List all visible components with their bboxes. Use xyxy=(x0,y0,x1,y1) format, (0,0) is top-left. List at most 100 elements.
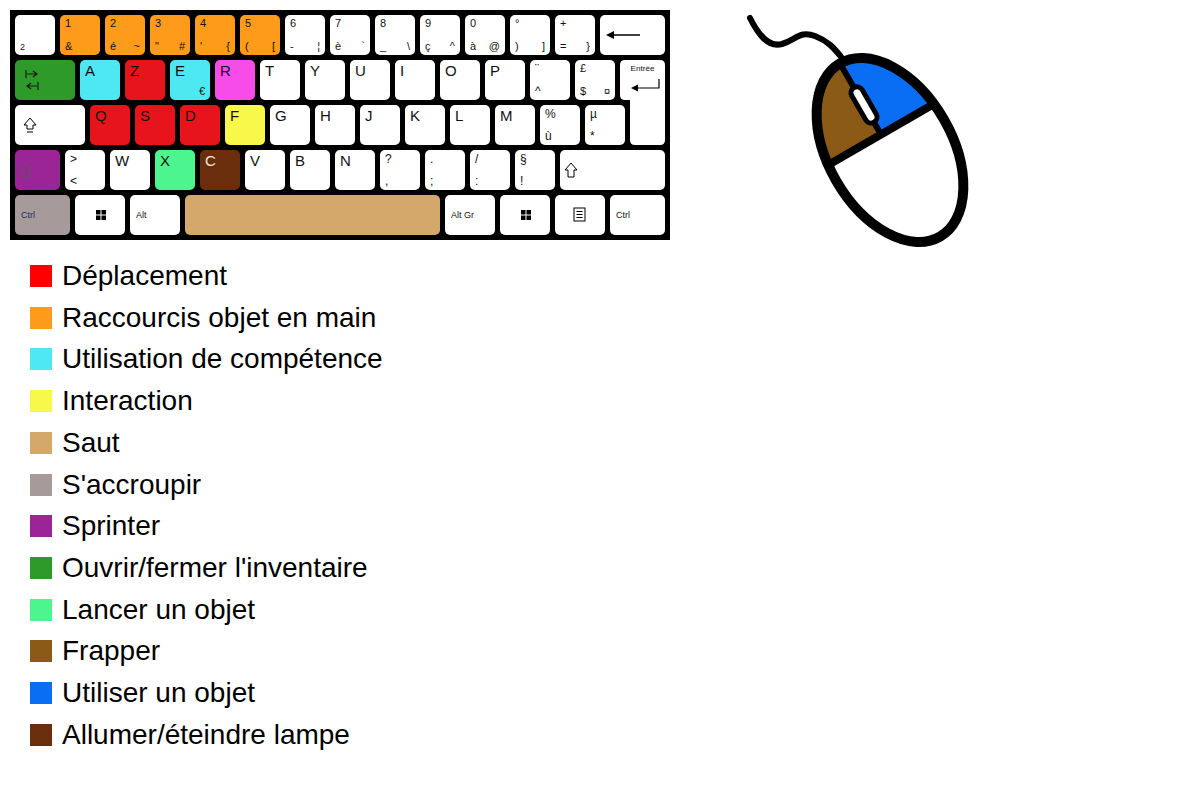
key-label: W xyxy=(115,153,129,168)
legend-swatch xyxy=(30,640,52,662)
key-label: S xyxy=(140,108,150,123)
keyboard-key: D xyxy=(180,105,220,145)
menu-key xyxy=(555,195,605,235)
keyboard-key: T xyxy=(260,60,300,100)
keyboard-body xyxy=(10,10,670,240)
legend-item: S'accroupir xyxy=(30,469,550,501)
mouse-body xyxy=(786,32,993,267)
mouse-cable xyxy=(750,18,842,58)
key-label: 2 xyxy=(20,43,25,52)
keyboard-key: G xyxy=(270,105,310,145)
backspace-key xyxy=(600,15,665,55)
key-label: % xyxy=(545,108,556,120)
key-label: Ctrl xyxy=(21,211,35,220)
enter-key-shape xyxy=(620,60,665,145)
key-label: 8 xyxy=(380,18,386,29)
tab-icon xyxy=(26,70,38,90)
key-label: { xyxy=(226,41,230,52)
key-label: ° xyxy=(515,18,519,29)
key-label: M xyxy=(500,108,513,123)
keyboard-key: 7è` xyxy=(330,15,370,55)
backspace-arrow xyxy=(606,31,614,39)
key-label: ) xyxy=(515,41,519,52)
key-label: " xyxy=(155,41,159,52)
keyboard-key: 5([ xyxy=(240,15,280,55)
key-label: ç xyxy=(425,41,431,52)
windows-key xyxy=(500,195,550,235)
key-label: X xyxy=(160,153,170,168)
shift-icon xyxy=(565,163,577,177)
key-label: ' xyxy=(200,41,202,52)
keyboard-key: %ù xyxy=(540,105,580,145)
shift-key xyxy=(15,150,60,190)
button-divider xyxy=(840,63,881,134)
key-label: = xyxy=(560,41,566,52)
keyboard-key: Ctrl xyxy=(15,195,70,235)
keyboard-key: N xyxy=(335,150,375,190)
legend-swatch xyxy=(30,599,52,621)
key-label: # xyxy=(179,41,185,52)
keyboard-key: °)] xyxy=(510,15,550,55)
keyboard-key: E€ xyxy=(170,60,210,100)
key-label: Z xyxy=(130,63,139,78)
legend-item: Utilisation de compétence xyxy=(30,343,550,375)
legend-text: Interaction xyxy=(62,385,193,417)
key-label: ( xyxy=(245,41,249,52)
legend-item: Interaction xyxy=(30,385,550,417)
right-button xyxy=(835,20,942,135)
key-label: ù xyxy=(545,130,552,142)
key-label: 1 xyxy=(65,18,71,29)
scroll-wheel xyxy=(849,85,879,126)
legend-text: Sprinter xyxy=(62,510,160,542)
key-label: H xyxy=(320,108,331,123)
key-label: K xyxy=(410,108,420,123)
key-label: D xyxy=(185,108,196,123)
keyboard-key: P xyxy=(485,60,525,100)
key-label: ~ xyxy=(134,41,140,52)
legend-item: Ouvrir/fermer l'inventaire xyxy=(30,552,550,584)
key-label: I xyxy=(400,63,404,78)
key-label: Alt Gr xyxy=(451,211,474,220)
key-label: U xyxy=(355,63,366,78)
key-label: Q xyxy=(95,108,107,123)
key-label: 3 xyxy=(155,18,161,29)
key-label: E xyxy=(175,63,185,78)
keyboard-key: Ctrl xyxy=(610,195,665,235)
legend-item: Allumer/éteindre lampe xyxy=(30,719,550,751)
key-label: ¤ xyxy=(604,86,610,97)
key-label: / xyxy=(475,153,478,165)
key-label: é xyxy=(110,41,116,52)
keyboard-key: 1& xyxy=(60,15,100,55)
key-label: < xyxy=(70,175,77,187)
keyboard-key: ¨^ xyxy=(530,60,570,100)
legend-text: Déplacement xyxy=(62,260,227,292)
keyboard-key: 8_\ xyxy=(375,15,415,55)
key-label: . xyxy=(430,153,433,165)
legend-item: Saut xyxy=(30,427,550,459)
key-label: , xyxy=(385,175,388,187)
key-label: [ xyxy=(272,41,275,52)
legend-text: Lancer un objet xyxy=(62,594,255,626)
key-label: $ xyxy=(580,86,586,97)
legend-swatch xyxy=(30,265,52,287)
key-label: ? xyxy=(385,153,392,165)
key-label: ` xyxy=(361,41,365,52)
windows-logo xyxy=(521,210,531,220)
key-label: @ xyxy=(489,41,500,52)
key-label: Entrée xyxy=(620,65,665,73)
key-label: 0 xyxy=(470,18,476,29)
keyboard-key: 2é~ xyxy=(105,15,145,55)
keyboard-key: H xyxy=(315,105,355,145)
key-label: Ctrl xyxy=(616,211,630,220)
legend-text: Ouvrir/fermer l'inventaire xyxy=(62,552,368,584)
legend-item: Sprinter xyxy=(30,510,550,542)
menu-icon xyxy=(574,208,585,221)
caps-lock-icon xyxy=(24,118,36,132)
key-label: L xyxy=(455,108,463,123)
keyboard-key: K xyxy=(405,105,445,145)
key-label: : xyxy=(475,175,478,187)
legend-swatch xyxy=(30,724,52,746)
keyboard-key: Z xyxy=(125,60,165,100)
key-label: 7 xyxy=(335,18,341,29)
